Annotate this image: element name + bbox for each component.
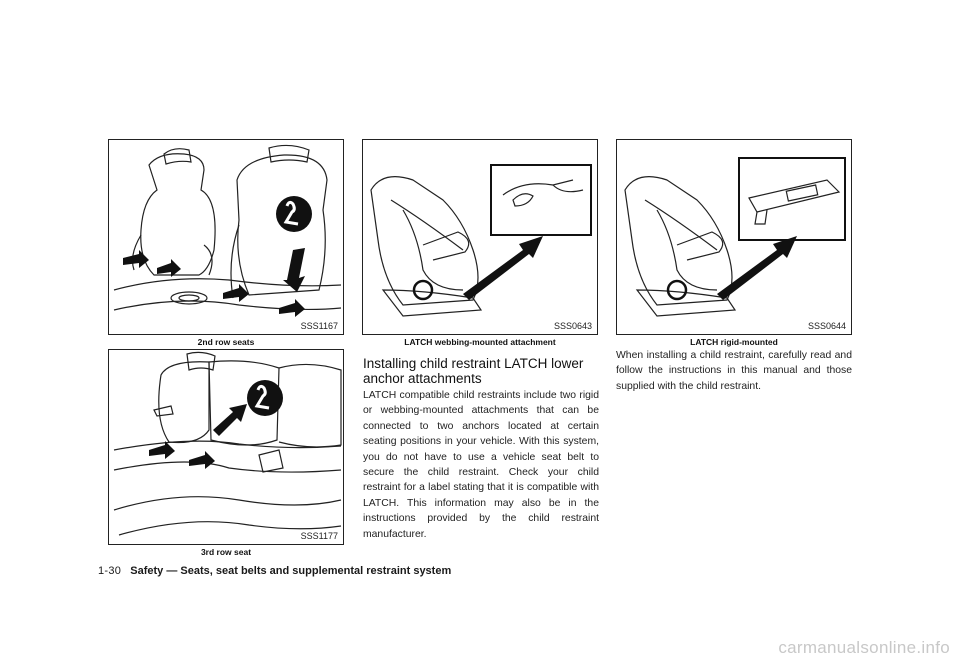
page-number: 1-30 bbox=[98, 565, 122, 577]
seat-illustration bbox=[113, 144, 342, 317]
figure-caption: 3rd row seat bbox=[200, 547, 252, 557]
figure-latch-webbing: SSS0643 bbox=[362, 139, 598, 335]
figure-latch-rigid: SSS0644 bbox=[616, 139, 852, 335]
figure-caption: LATCH rigid-mounted bbox=[690, 337, 778, 347]
figure-2nd-row-seats: SSS1167 bbox=[108, 139, 344, 335]
figure-code: SSS1167 bbox=[300, 321, 338, 331]
section-paragraph: LATCH compatible child restraints includ… bbox=[363, 390, 599, 540]
footer-title: Safety — Seats, seat belts and supplemen… bbox=[130, 565, 452, 577]
child-seat-illustration bbox=[624, 157, 846, 317]
child-seat-illustration bbox=[370, 164, 592, 317]
section-heading: Installing child restraint LATCH lower a… bbox=[363, 356, 584, 386]
watermark: carmanualsonline.info bbox=[778, 638, 950, 657]
figure-caption: LATCH webbing-mounted attachment bbox=[404, 337, 556, 347]
right-paragraph: When installing a child restraint, caref… bbox=[616, 350, 852, 392]
figure-caption: 2nd row seats bbox=[197, 337, 255, 347]
figure-3rd-row-seat: SSS1177 bbox=[108, 349, 344, 545]
seat-illustration bbox=[113, 351, 342, 536]
figure-code: SSS0643 bbox=[553, 321, 592, 331]
figure-code: SSS0644 bbox=[807, 321, 846, 331]
figure-code: SSS1177 bbox=[300, 531, 338, 541]
page-footer: 1-30 Safety — Seats, seat belts and supp… bbox=[98, 565, 451, 577]
